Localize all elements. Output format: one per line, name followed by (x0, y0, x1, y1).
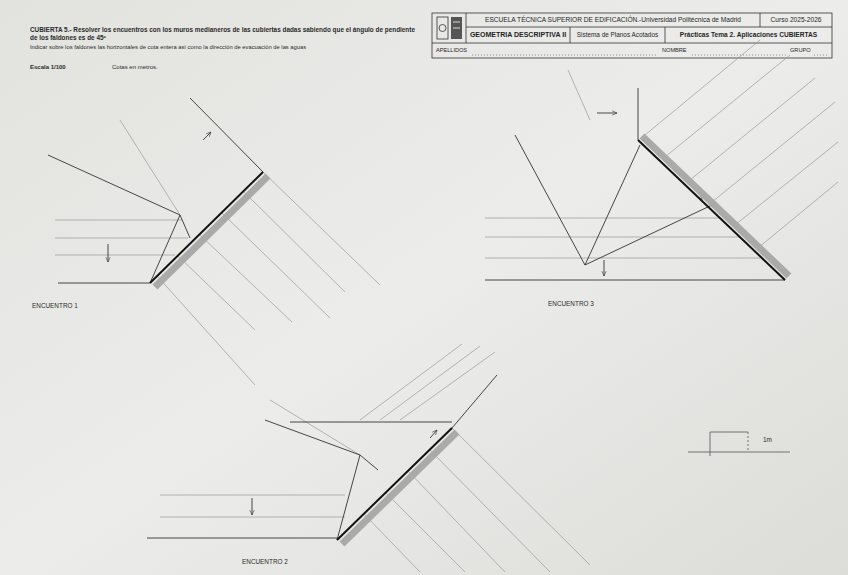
title-block-text: NOMBRE (662, 47, 687, 53)
units-note: Cotas en metros. (112, 64, 158, 72)
encounter-2-drawing (147, 344, 590, 572)
scale-sketch (688, 432, 790, 456)
title-block-cell: ESCUELA TÉCNICA SUPERIOR DE EDIFICACIÓN.… (466, 13, 760, 27)
encounter-1-drawing (48, 98, 380, 385)
title-block-text: GEOMETRIA DESCRIPTIVA II (470, 31, 566, 39)
instruction-note: Indicar sobre los faldones las horizonta… (30, 44, 420, 51)
encounter-caption: ENCUENTRO 1 (32, 302, 78, 310)
scale-length: 1m (763, 436, 772, 444)
encounter-caption: ENCUENTRO 3 (548, 300, 594, 308)
title-block-text: GRUPO (790, 47, 811, 53)
title-block-text: Sistema de Planos Acotados (577, 31, 658, 38)
title-block-text: Curso 2025-2026 (771, 16, 822, 23)
exercise-statement: CUBIERTA 5.- Resolver los encuentros con… (30, 26, 420, 42)
title-block-cell: APELLIDOS NOMBRE GRUPO (432, 43, 832, 58)
title-block-cell: GEOMETRIA DESCRIPTIVA II (466, 27, 570, 43)
title-block (432, 13, 832, 58)
title-block-text: APELLIDOS (436, 47, 467, 53)
title-block-cell: Sistema de Planos Acotados (570, 27, 665, 43)
title-block-cell: Prácticas Tema 2. Aplicaciones CUBIERTAS (665, 27, 832, 43)
title-block-text: ESCUELA TÉCNICA SUPERIOR DE EDIFICACIÓN.… (485, 16, 741, 23)
encounter-caption: ENCUENTRO 2 (242, 558, 288, 566)
title-block-text: Prácticas Tema 2. Aplicaciones CUBIERTAS (680, 31, 817, 38)
school-logo (437, 17, 462, 39)
encounter-3-drawing (485, 40, 838, 280)
scale-note: Escala 1/100 (30, 64, 66, 72)
title-block-cell: Curso 2025-2026 (760, 13, 832, 27)
